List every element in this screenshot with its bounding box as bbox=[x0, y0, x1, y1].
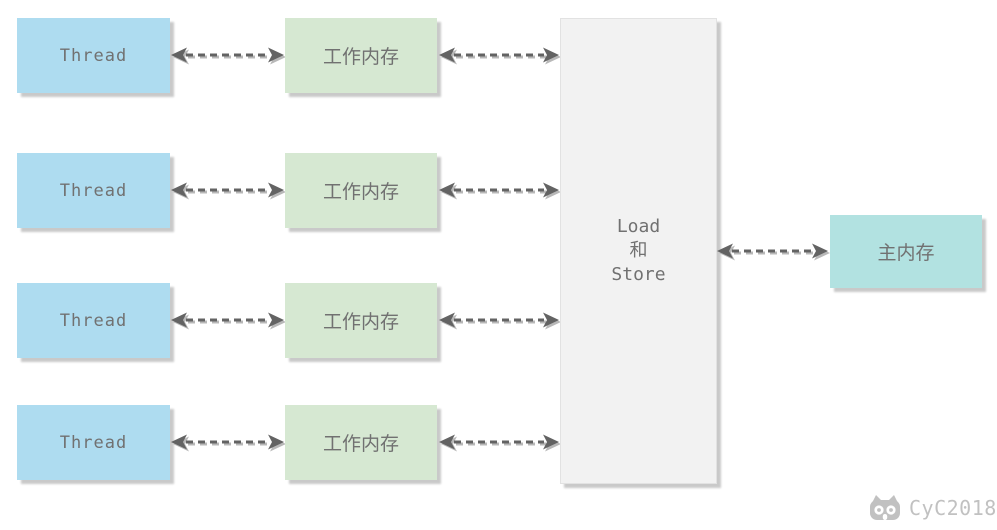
watermark: CyC2018 bbox=[866, 494, 997, 522]
bidirectional-arrow-loadstore-mainmemory bbox=[716, 238, 829, 264]
load-store-box: Load 和 Store bbox=[560, 18, 717, 484]
load-store-label-line2: 和 bbox=[629, 240, 648, 261]
working-memory-box-4: 工作内存 bbox=[285, 405, 437, 480]
bidirectional-arrow-thread4-workmem4 bbox=[170, 429, 285, 455]
bidirectional-arrow-workmem2-loadstore bbox=[438, 177, 560, 203]
load-store-label-line1: Load bbox=[616, 216, 661, 237]
thread-label: Thread bbox=[59, 45, 128, 66]
thread-box-2: Thread bbox=[17, 153, 170, 228]
load-store-label-line3: Store bbox=[611, 264, 666, 285]
thread-label: Thread bbox=[59, 432, 128, 453]
thread-label: Thread bbox=[59, 310, 128, 331]
working-memory-label: 工作内存 bbox=[322, 181, 399, 203]
working-memory-box-2: 工作内存 bbox=[285, 153, 437, 228]
watermark-text: CyC2018 bbox=[909, 496, 997, 520]
thread-box-4: Thread bbox=[17, 405, 170, 480]
cat-logo-icon bbox=[866, 494, 904, 522]
bidirectional-arrow-workmem1-loadstore bbox=[438, 42, 560, 68]
bidirectional-arrow-thread2-workmem2 bbox=[170, 177, 285, 203]
working-memory-label: 工作内存 bbox=[322, 433, 399, 455]
bidirectional-arrow-workmem3-loadstore bbox=[438, 307, 560, 333]
thread-label: Thread bbox=[59, 180, 128, 201]
working-memory-box-3: 工作内存 bbox=[285, 283, 437, 358]
working-memory-box-1: 工作内存 bbox=[285, 18, 437, 93]
main-memory-label: 主内存 bbox=[877, 242, 935, 264]
thread-box-1: Thread bbox=[17, 18, 170, 93]
bidirectional-arrow-thread1-workmem1 bbox=[170, 42, 285, 68]
main-memory-box: 主内存 bbox=[830, 215, 982, 288]
working-memory-label: 工作内存 bbox=[322, 46, 399, 68]
thread-box-3: Thread bbox=[17, 283, 170, 358]
bidirectional-arrow-thread3-workmem3 bbox=[170, 307, 285, 333]
bidirectional-arrow-workmem4-loadstore bbox=[438, 429, 560, 455]
working-memory-label: 工作内存 bbox=[322, 311, 399, 333]
